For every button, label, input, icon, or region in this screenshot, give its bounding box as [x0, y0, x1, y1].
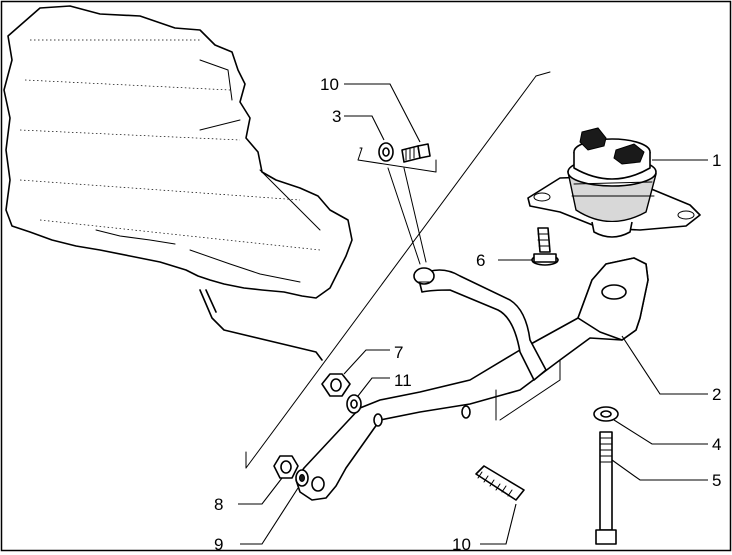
callout-1: 1: [712, 151, 721, 170]
washer-part-11: [346, 394, 362, 414]
gearbox-bracket-edge: [199, 289, 323, 361]
bolt-part-10-top: [401, 143, 431, 163]
gearbox-housing-outline: [3, 5, 353, 299]
bolt-part-6: [531, 227, 559, 266]
callout-4: 4: [712, 435, 721, 454]
leader-line-5: [611, 459, 708, 481]
assembly-reference-line: [245, 75, 537, 469]
callout-2: 2: [712, 385, 721, 404]
callout-5: 5: [712, 471, 721, 490]
long-bolt-part-5: [595, 431, 617, 545]
reference-line-tick-top: [535, 71, 551, 77]
callout-9: 9: [214, 535, 223, 554]
leader-line-11: [357, 377, 390, 397]
leader-line-7: [343, 349, 390, 375]
fastener-alignment-lines: [387, 167, 427, 265]
nut-part-8: [273, 455, 299, 479]
callout-8: 8: [214, 495, 223, 514]
leader-line-9: [240, 487, 299, 545]
callout-6: 6: [476, 251, 485, 270]
washer-part-4: [593, 406, 619, 422]
leader-line-10-bottom: [480, 503, 517, 545]
callout-10-bottom: 10: [452, 535, 471, 554]
leader-line-4: [613, 419, 708, 445]
leader-line-8: [238, 477, 283, 505]
leader-line-2: [621, 335, 708, 395]
callout-3: 3: [332, 107, 341, 126]
leader-line-3: [344, 115, 385, 141]
washer-part-9: [295, 469, 309, 487]
engine-mount-part-1: [527, 127, 701, 238]
fastener-group-bracket: [357, 147, 437, 173]
washer-part-3: [378, 142, 394, 162]
support-arm-part-2: [295, 257, 649, 501]
callout-10-top: 10: [320, 75, 339, 94]
nut-part-7: [321, 373, 351, 397]
callout-11: 11: [394, 371, 412, 390]
stud-part-10-bottom: [475, 465, 525, 501]
leader-line-10-top: [344, 83, 421, 143]
callout-7: 7: [394, 343, 403, 362]
